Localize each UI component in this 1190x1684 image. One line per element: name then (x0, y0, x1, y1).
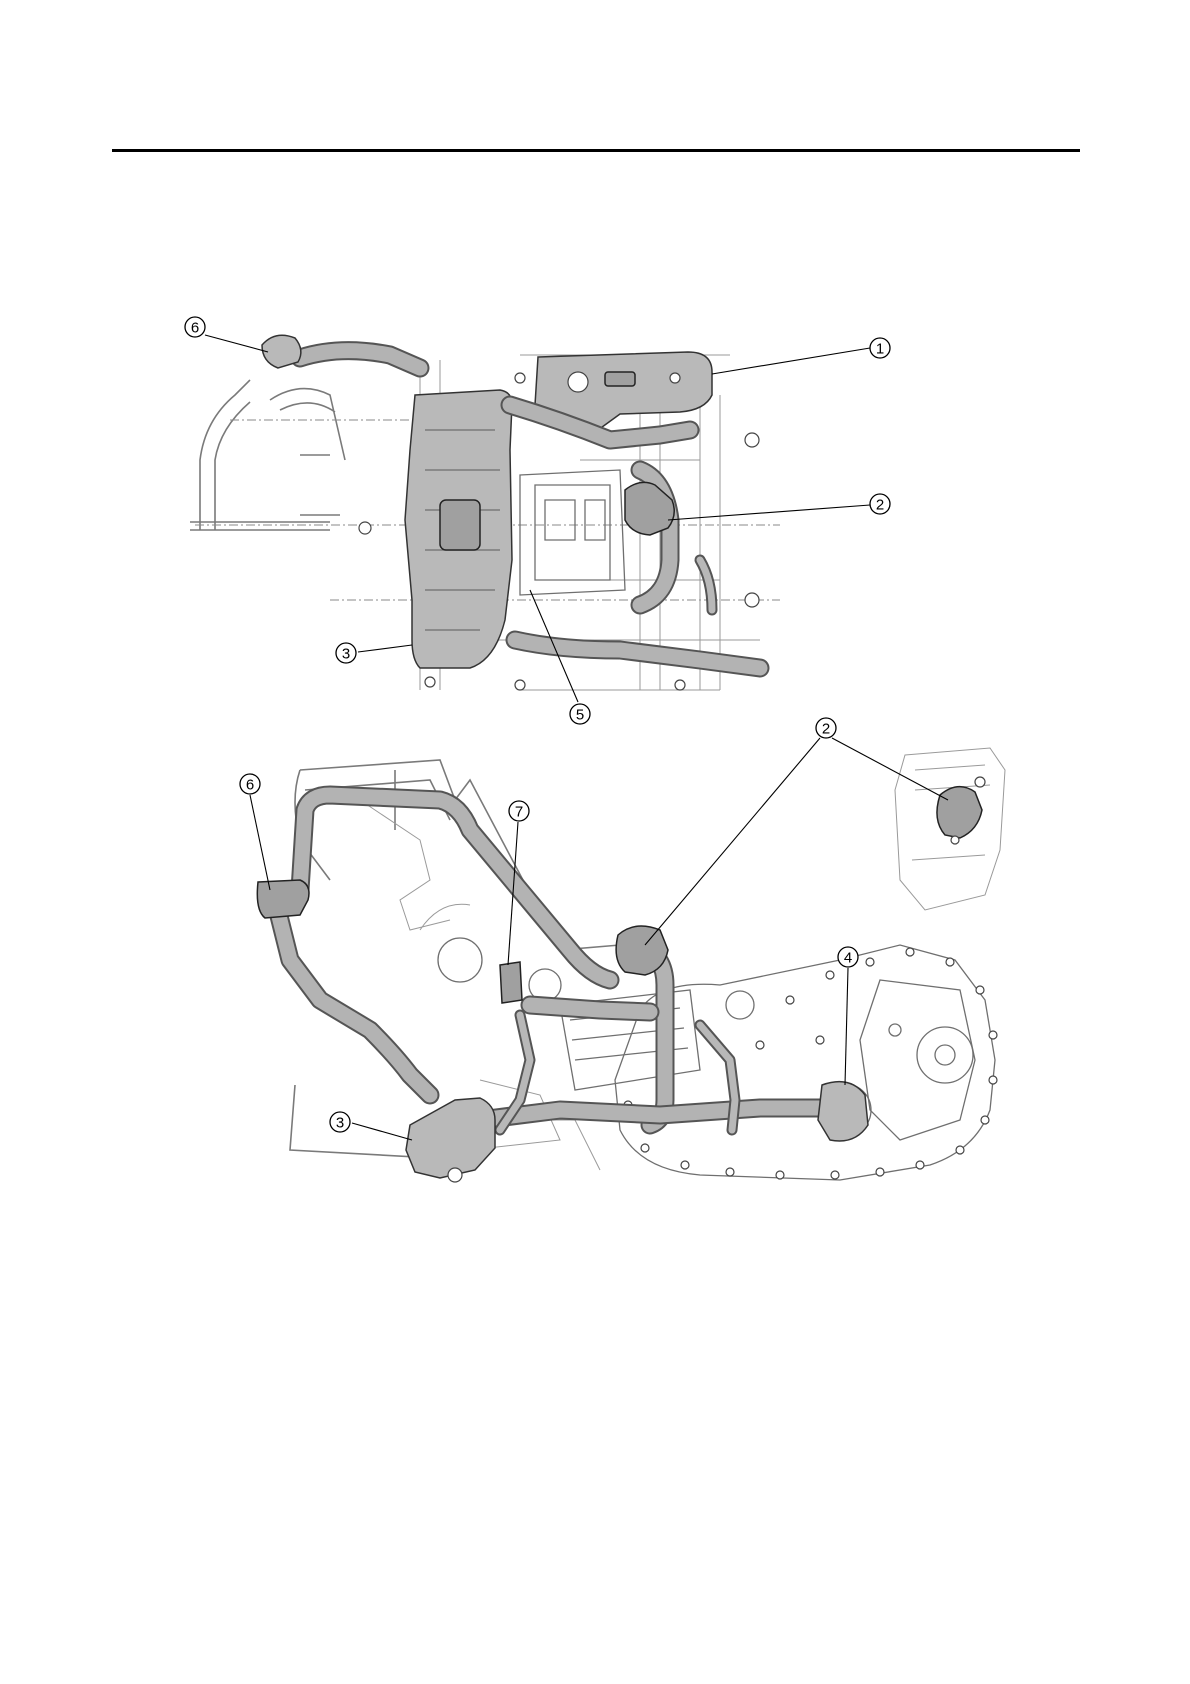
top-frame-rail-left (200, 380, 250, 530)
callout-3-top-label: 3 (342, 646, 350, 663)
side-view (257, 748, 1005, 1182)
callout-1: 1 (870, 338, 890, 358)
callout-5-label: 5 (576, 707, 584, 724)
callout-7: 7 (509, 801, 529, 821)
callout-7-label: 7 (515, 804, 523, 821)
leader-1 (712, 348, 870, 374)
top-hose-small-fill (700, 560, 712, 610)
side-clutch (889, 1024, 901, 1036)
top-frame-upper (270, 389, 345, 460)
side-radiator-cap (257, 880, 309, 918)
callout-6-side: 6 (240, 774, 260, 794)
callout-6-top: 6 (185, 317, 205, 337)
side-hub (935, 1045, 955, 1065)
inset-thermostat (937, 787, 982, 838)
side-water-pump (818, 1082, 868, 1141)
callout-2-side-label: 2 (822, 721, 830, 738)
reservoir-filler (605, 372, 635, 386)
inset-thermostat-bolt-b (951, 836, 959, 844)
top-view (190, 335, 780, 690)
reservoir-cap (568, 372, 588, 392)
callout-3-side: 3 (330, 1112, 350, 1132)
top-engine-block (520, 470, 625, 595)
callout-3-side-label: 3 (336, 1115, 344, 1132)
callout-6-side-label: 6 (246, 777, 254, 794)
callout-1-label: 1 (876, 341, 884, 358)
side-valve-cover (438, 938, 482, 982)
leader-4 (845, 968, 848, 1085)
side-alternator (726, 991, 754, 1019)
side-radiator (406, 1098, 495, 1178)
leader-3-top (358, 645, 412, 652)
callout-2-side: 2 (816, 718, 836, 738)
side-radiator-drain (448, 1168, 462, 1182)
side-hose-front-down-fill (275, 900, 430, 1095)
side-hose-upper-loop-fill (300, 795, 610, 980)
callout-2-top-label: 2 (876, 497, 884, 514)
callout-2-top: 2 (870, 494, 890, 514)
side-hose-lower-long-fill (480, 1108, 840, 1120)
side-hose-bypass-fill (530, 1005, 650, 1012)
callout-4: 4 (838, 947, 858, 967)
leader-6-top (205, 335, 268, 352)
leader-2-side-a (645, 738, 820, 945)
side-flywheel (917, 1027, 973, 1083)
leader-6-side (250, 795, 270, 890)
radiator-fan (440, 500, 480, 550)
callout-3-top: 3 (336, 643, 356, 663)
callout-6-top-label: 6 (191, 320, 199, 337)
callout-5: 5 (570, 704, 590, 724)
callout-4-label: 4 (844, 950, 852, 967)
leader-3-side (352, 1123, 412, 1140)
inset-thermostat-bolt-a (975, 777, 985, 787)
side-fitting (500, 962, 522, 1003)
leader-2-top (668, 505, 870, 520)
top-frame-rear (190, 455, 340, 530)
